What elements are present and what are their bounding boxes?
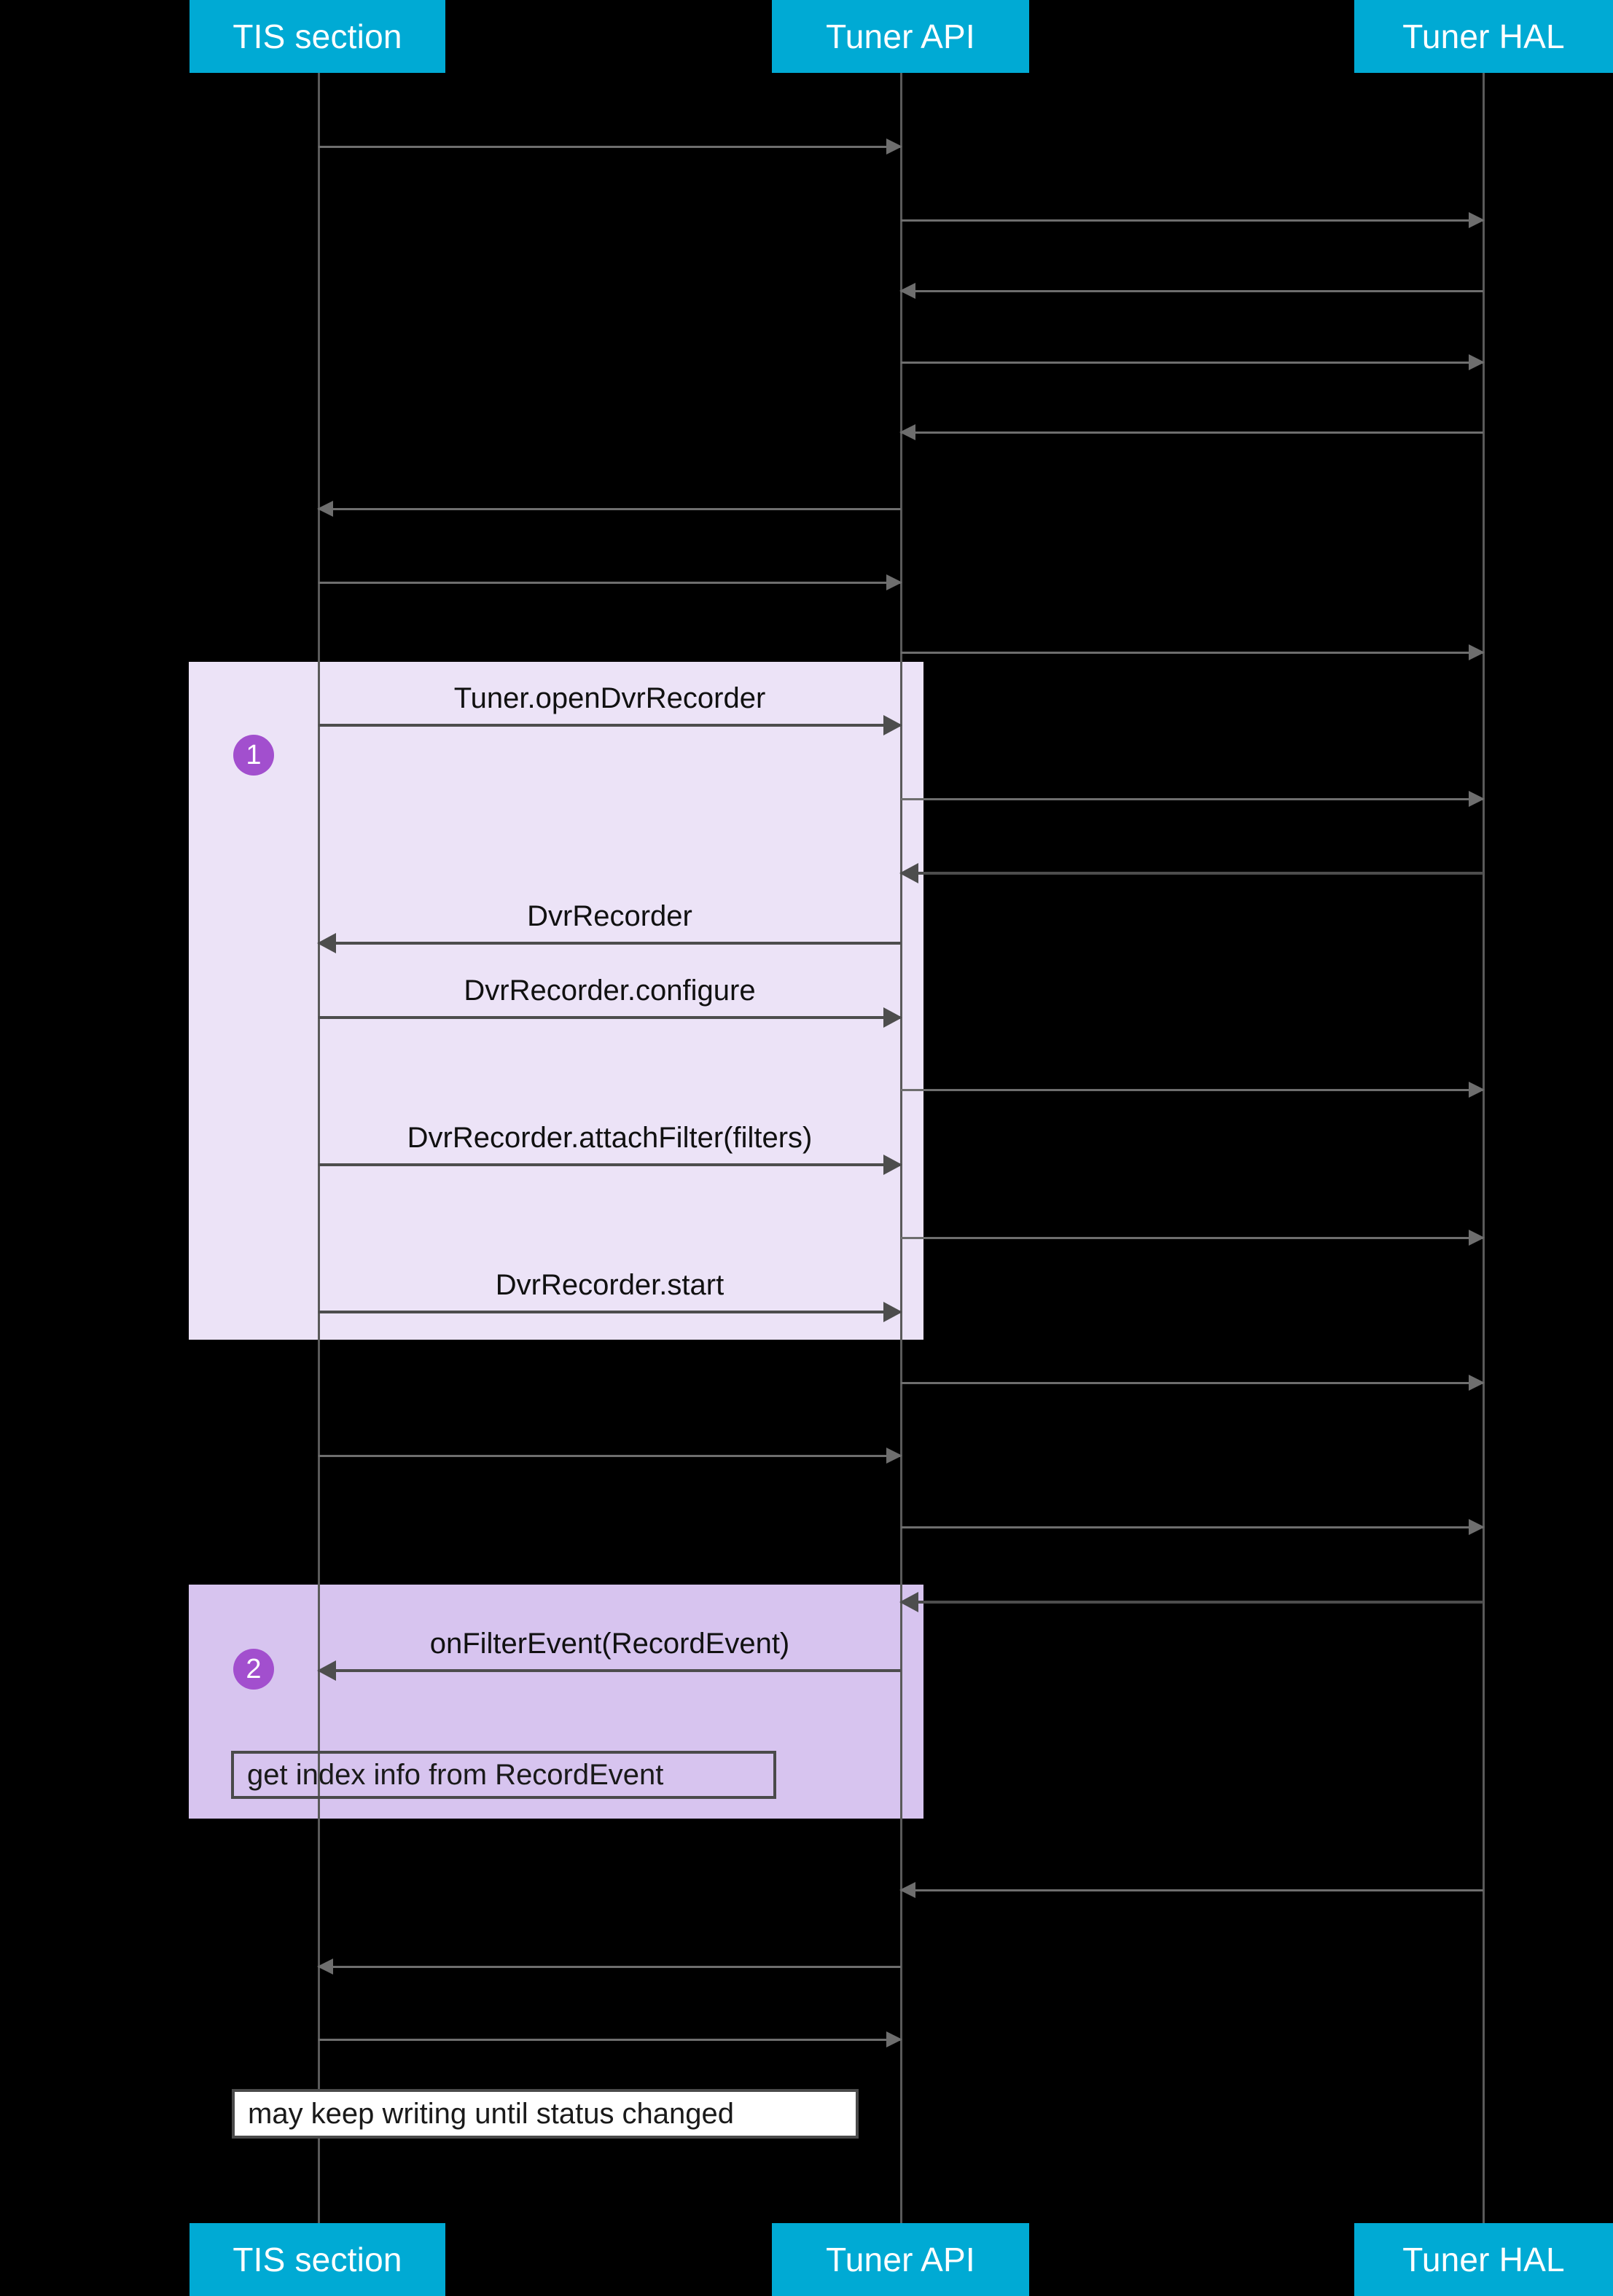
message-line [319, 1311, 901, 1313]
fragment-1-badge: 1 [233, 735, 274, 776]
message-label: DvrRecorder.configure [464, 975, 756, 1007]
message-line [319, 582, 901, 584]
message-label: onFilterEvent(RecordEvent) [429, 1628, 790, 1660]
arrow-head-right-icon [1469, 354, 1485, 370]
message-line [901, 652, 1483, 654]
arrow-head-right-icon [886, 2031, 902, 2047]
message-line [901, 219, 1483, 222]
message-line [319, 1966, 901, 1968]
participant-footer-hal[interactable]: Tuner HAL [1354, 2223, 1613, 2296]
message-line [901, 1382, 1483, 1384]
arrow-head-right-icon [1469, 212, 1485, 228]
lifeline-hal [1483, 73, 1485, 2223]
message-label: Tuner.openDvrRecorder [453, 682, 766, 714]
message-label: DvrRecorder.start [495, 1269, 725, 1301]
participant-header-hal[interactable]: Tuner HAL [1354, 0, 1613, 73]
participant-footer-hal-label: Tuner HAL [1402, 2241, 1565, 2279]
lifeline-api-over-frag2 [900, 1585, 902, 1819]
arrow-head-right-icon [883, 1007, 902, 1028]
participant-footer-api-label: Tuner API [826, 2241, 975, 2279]
participant-footer-tis[interactable]: TIS section [190, 2223, 445, 2296]
arrow-head-left-icon [899, 1592, 918, 1612]
note-may-keep-writing: may keep writing until status changed [232, 2089, 859, 2139]
fragment-2-badge: 2 [233, 1649, 274, 1690]
message-line [901, 1889, 1483, 1891]
note-get-index-info: get index info from RecordEvent [231, 1751, 776, 1799]
arrow-head-left-icon [899, 424, 915, 440]
message-line [901, 1089, 1483, 1091]
message-line [319, 146, 901, 148]
message-line [901, 1526, 1483, 1528]
arrow-head-right-icon [1469, 644, 1485, 660]
arrow-head-right-icon [1469, 1082, 1485, 1098]
fragment-1 [189, 662, 923, 1340]
message-line [319, 1669, 901, 1672]
participant-header-api-label: Tuner API [826, 17, 975, 55]
lifeline-api-over-frag1 [900, 662, 902, 1340]
participant-footer-api[interactable]: Tuner API [772, 2223, 1029, 2296]
arrow-head-left-icon [317, 933, 336, 953]
message-line [319, 2039, 901, 2041]
fragment-2 [189, 1585, 923, 1819]
arrow-head-left-icon [317, 501, 333, 517]
message-line [319, 1163, 901, 1166]
arrow-head-right-icon [883, 1155, 902, 1175]
message-line [901, 872, 1483, 875]
message-line [319, 1016, 901, 1019]
arrow-head-left-icon [899, 283, 915, 299]
arrow-head-right-icon [886, 138, 902, 155]
message-line [319, 1455, 901, 1457]
arrow-head-right-icon [1469, 1519, 1485, 1535]
message-line [901, 1237, 1483, 1239]
fragment-2-badge-label: 2 [246, 1654, 262, 1684]
message-line [319, 508, 901, 510]
arrow-head-right-icon [1469, 1230, 1485, 1246]
message-line [901, 432, 1483, 434]
arrow-head-left-icon [317, 1660, 336, 1681]
note-get-index-info-text: get index info from RecordEvent [247, 1758, 664, 1791]
arrow-head-left-icon [317, 1959, 333, 1975]
lifeline-tis-over-frag2 [318, 1585, 320, 1819]
arrow-head-right-icon [1469, 791, 1485, 807]
message-line [901, 362, 1483, 364]
arrow-head-right-icon [886, 1448, 902, 1464]
participant-footer-tis-label: TIS section [233, 2241, 402, 2279]
message-line [901, 798, 1483, 800]
arrow-head-left-icon [899, 863, 918, 883]
lifeline-tis-over-frag1 [318, 662, 320, 1340]
arrow-head-left-icon [899, 1882, 915, 1898]
message-label: DvrRecorder [527, 900, 692, 932]
message-line [319, 942, 901, 945]
arrow-head-right-icon [1469, 1375, 1485, 1391]
message-line [901, 290, 1483, 292]
participant-header-tis-label: TIS section [233, 17, 402, 55]
participant-header-tis[interactable]: TIS section [190, 0, 445, 73]
participant-header-hal-label: Tuner HAL [1402, 17, 1565, 55]
message-line [901, 1601, 1483, 1604]
arrow-head-right-icon [883, 715, 902, 735]
arrow-head-right-icon [883, 1302, 902, 1322]
note-may-keep-writing-text: may keep writing until status changed [248, 2097, 735, 2130]
arrow-head-right-icon [886, 574, 902, 590]
fragment-1-badge-label: 1 [246, 740, 262, 770]
participant-header-api[interactable]: Tuner API [772, 0, 1029, 73]
message-label: DvrRecorder.attachFilter(filters) [407, 1122, 813, 1154]
message-line [319, 724, 901, 727]
